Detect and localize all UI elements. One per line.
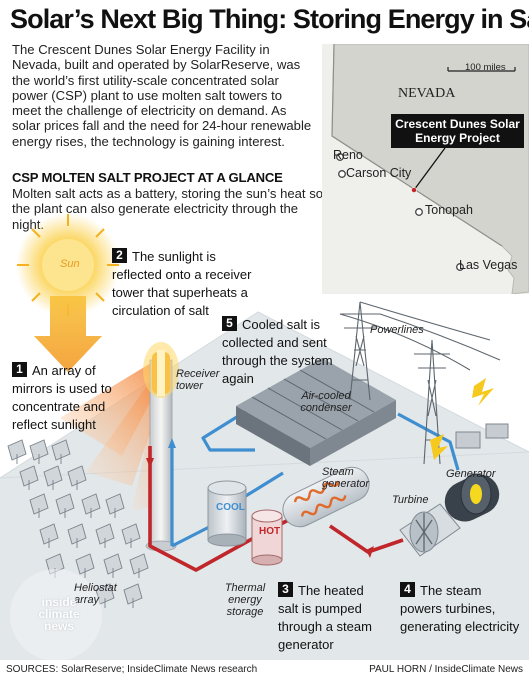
generator xyxy=(444,473,500,522)
label-heliostat-array: Heliostat array xyxy=(74,582,117,606)
project-site-marker xyxy=(411,187,417,193)
cool-storage-tank xyxy=(207,480,247,547)
label-turbine: Turbine xyxy=(392,494,429,506)
label-powerlines: Powerlines xyxy=(370,324,424,336)
step-5-text: Cooled salt is collected and sent throug… xyxy=(222,317,333,386)
watermark-logo xyxy=(10,569,102,660)
city-label-tonopah: Tonopah xyxy=(425,203,473,217)
heliostat-mirror xyxy=(67,465,87,487)
plant-illustration xyxy=(0,213,529,660)
heliostat-mirror xyxy=(29,493,49,515)
city-dot-reno xyxy=(336,153,344,161)
glance-heading: CSP MOLTEN SALT PROJECT AT A GLANCE xyxy=(12,170,283,185)
heliostat-mirror xyxy=(7,439,27,461)
step-5-number: 5 xyxy=(222,316,237,331)
watermark-text: inside climate news xyxy=(38,595,80,633)
heliostat-mirror xyxy=(123,583,143,605)
intro-paragraph: The Crescent Dunes Solar Energy Facility… xyxy=(12,42,312,149)
lightning-icon xyxy=(472,378,494,406)
step-1: 1 An array of mirrors is used to concent… xyxy=(12,362,112,434)
reflected-rays xyxy=(60,360,168,456)
map-state-label: NEVADA xyxy=(398,86,456,101)
heliostat-mirror xyxy=(103,553,123,575)
nevada-map xyxy=(322,44,529,294)
heliostat-mirror xyxy=(55,493,75,515)
heliostat-mirror xyxy=(19,465,39,487)
city-dot-tonopah xyxy=(415,208,423,216)
label-generator: Generator xyxy=(446,468,496,480)
turbine xyxy=(399,503,461,557)
steam-generator xyxy=(282,466,370,528)
heliostat-mirror xyxy=(51,439,71,461)
label-condenser: Air-cooled condenser xyxy=(300,390,352,414)
step-5: 5 Cooled salt is collected and sent thro… xyxy=(222,316,346,388)
city-dot-lasvegas xyxy=(456,263,464,271)
heliostat-mirror xyxy=(95,523,115,545)
sunlight-beam xyxy=(34,296,102,372)
glance-text: Molten salt acts as a battery, storing t… xyxy=(12,186,324,232)
step-3: 3 The heated salt is pumped through a st… xyxy=(278,582,378,654)
heliostat-mirror xyxy=(67,523,87,545)
step-1-text: An array of mirrors is used to concentra… xyxy=(12,363,112,432)
step-3-number: 3 xyxy=(278,582,293,597)
footer-sources: SOURCES: SolarReserve; InsideClimate New… xyxy=(6,664,258,675)
page-title: Solar’s Next Big Thing: Storing Energy i… xyxy=(10,4,529,34)
step-1-number: 1 xyxy=(12,362,27,377)
heliostat-array xyxy=(7,439,149,608)
step-2: 2 The sunlight is reflected onto a recei… xyxy=(112,248,260,320)
city-label-carson: Carson City xyxy=(346,166,412,180)
footer-credit: PAUL HORN / InsideClimate News xyxy=(369,664,523,675)
city-label-lasvegas: Las Vegas xyxy=(459,258,518,272)
step-4: 4 The steam powers turbines, generating … xyxy=(400,582,520,636)
step-4-text: The steam powers turbines, generating el… xyxy=(400,583,520,634)
label-steam-generator: Steam generator xyxy=(322,466,370,490)
label-sun: Sun xyxy=(60,258,80,270)
city-dot-carson xyxy=(338,170,346,178)
heliostat-mirror xyxy=(129,553,149,575)
hot-storage-tank xyxy=(251,509,283,566)
heliostat-mirror xyxy=(29,439,49,461)
heliostat-mirror xyxy=(121,523,141,545)
heliostat-mirror xyxy=(43,465,63,487)
heliostat-mirror xyxy=(75,553,95,575)
project-callout-text: Crescent Dunes Solar Energy Project xyxy=(395,117,520,145)
label-thermal-storage: Thermal energy storage xyxy=(224,582,266,618)
city-label-reno: Reno xyxy=(333,148,363,162)
step-4-number: 4 xyxy=(400,582,415,597)
heliostat-mirror xyxy=(45,553,65,575)
step-2-text: The sunlight is reflected onto a receive… xyxy=(112,249,252,318)
heliostat-mirror xyxy=(105,493,125,515)
map-scale: 100 miles xyxy=(465,62,506,73)
heliostat-mirror xyxy=(81,493,101,515)
step-3-text: The heated salt is pumped through a stea… xyxy=(278,583,372,652)
step-2-number: 2 xyxy=(112,248,127,263)
project-callout: Crescent Dunes Solar Energy Project xyxy=(391,114,524,148)
substation xyxy=(455,423,509,449)
label-cool-tank: COOL xyxy=(216,502,245,513)
label-receiver-tower: Receiver tower xyxy=(176,368,220,392)
heliostat-mirror xyxy=(39,523,59,545)
label-hot-tank: HOT xyxy=(259,526,281,537)
